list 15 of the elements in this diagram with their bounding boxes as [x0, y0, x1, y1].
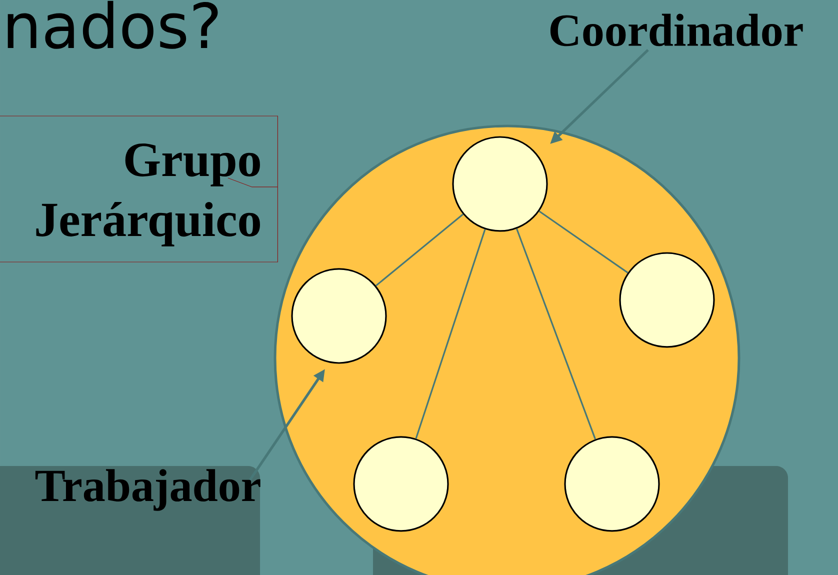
- label-text: Coordinador: [550, 14, 803, 46]
- callout-text: Grupo Jerárquico: [36, 144, 260, 246]
- connector-line: [415, 229, 486, 439]
- member-circle: [619, 252, 715, 348]
- connector-line: [516, 228, 596, 440]
- member-circle: [564, 436, 660, 532]
- member-circle: [452, 136, 548, 232]
- label-text: Trabajador: [35, 469, 260, 511]
- callout-box: [0, 116, 278, 262]
- connector-line: [538, 210, 628, 274]
- slide-title: nados?: [8, 0, 218, 49]
- leader-line: [228, 178, 278, 188]
- connector-line: [375, 214, 464, 286]
- member-circle: [353, 436, 449, 532]
- member-circle: [291, 268, 387, 364]
